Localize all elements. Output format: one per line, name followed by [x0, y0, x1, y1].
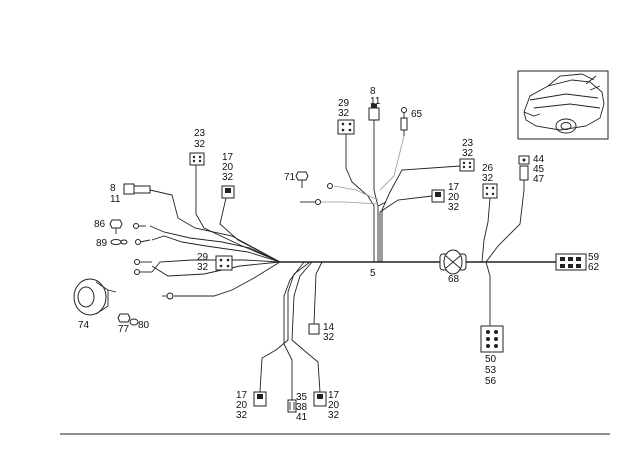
label-5: 5	[370, 268, 376, 279]
label-89: 89	[96, 238, 108, 249]
vehicle-inset-illustration	[517, 70, 609, 140]
connector-68	[439, 249, 467, 275]
small-connectors	[123, 104, 530, 413]
fastener-parts	[109, 219, 128, 245]
label-68: 68	[448, 274, 460, 285]
upper-branches	[318, 120, 461, 262]
label-65: 65	[411, 109, 423, 120]
left-branches	[138, 165, 281, 297]
horn-assembly	[73, 278, 139, 326]
label-74: 74	[78, 320, 90, 331]
label-71: 71	[284, 172, 296, 183]
right-branches	[481, 180, 525, 326]
label-86: 86	[94, 219, 106, 230]
label-77: 77	[118, 324, 130, 335]
connector-59-62	[555, 253, 587, 271]
lower-branches	[259, 261, 323, 400]
label-80: 80	[138, 320, 150, 331]
connector-50-53-56	[480, 325, 504, 353]
